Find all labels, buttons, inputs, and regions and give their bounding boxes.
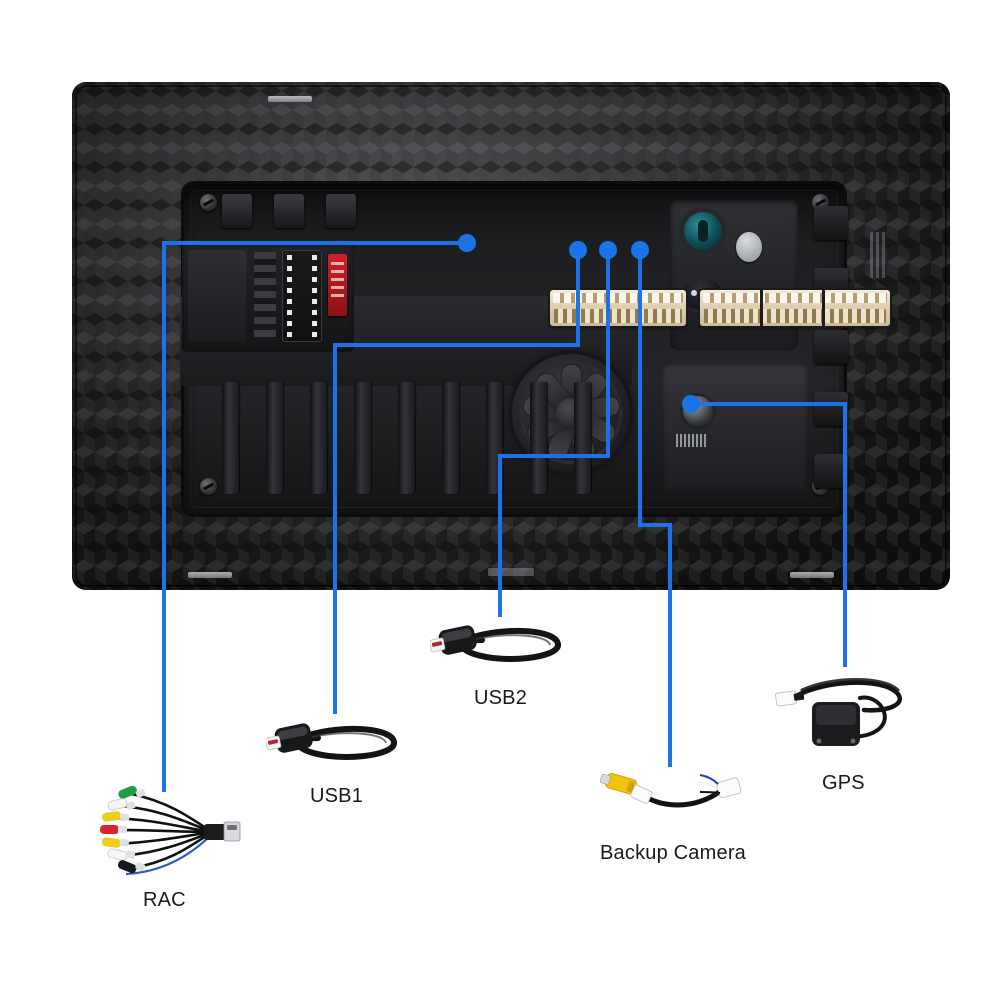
- stub: [222, 194, 252, 228]
- main-power-speaker-harness[interactable]: [550, 290, 686, 326]
- accessory-label-usb1: USB1: [310, 785, 364, 807]
- bottom-clip-left: [188, 572, 232, 578]
- accessory-rac: [100, 782, 245, 882]
- certification-mark: [736, 232, 762, 262]
- accessory-label-usb2: USB2: [474, 687, 528, 709]
- sim-card-slot: [282, 250, 322, 342]
- accessory-usb1: [265, 718, 408, 766]
- accessory-usb2: [429, 620, 572, 668]
- chassis-screw-top-left: [200, 194, 217, 211]
- gps-port-marking: [676, 434, 708, 447]
- backup-camera-cable-art: [599, 772, 742, 808]
- accessory-label-rac: RAC: [143, 889, 186, 911]
- usb1-cable-art: [265, 723, 397, 760]
- top-stub-row: [222, 194, 422, 228]
- secondary-io-harness[interactable]: [700, 290, 890, 326]
- accessory-label-backup-camera: Backup Camera: [600, 842, 746, 864]
- side-vent-row: [814, 206, 848, 496]
- dip-column: [254, 252, 276, 340]
- top-clip: [268, 96, 312, 102]
- sd-card: [328, 254, 347, 316]
- stub: [326, 194, 356, 228]
- side-ridge: [870, 232, 886, 278]
- accessory-label-gps: GPS: [822, 772, 865, 794]
- accessory-gps: [772, 666, 922, 756]
- usb2-cable-art: [429, 625, 561, 662]
- rac-cable-art: [100, 785, 241, 876]
- bottom-clip-right: [790, 572, 834, 578]
- card-bay: [182, 242, 354, 352]
- bay-plate: [188, 250, 246, 342]
- heat-sink-fins: [222, 382, 612, 494]
- stub: [274, 194, 304, 228]
- radio-antenna-port: [684, 212, 722, 250]
- gps-antenna-art: [775, 678, 902, 746]
- brand-mark: [488, 568, 534, 576]
- gps-mount-block: [662, 362, 808, 490]
- chassis-screw-bottom-left: [200, 478, 217, 495]
- accessory-backup-camera: [599, 766, 748, 818]
- gps-antenna-jack[interactable]: [683, 396, 713, 426]
- head-unit-rear-view: [72, 82, 950, 590]
